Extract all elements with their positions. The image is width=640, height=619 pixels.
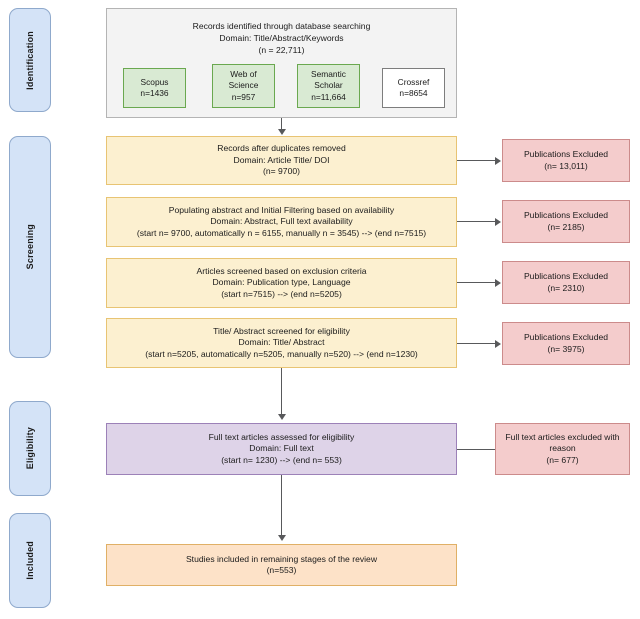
excluded-box-1: Publications Excluded (n= 13,011) (502, 139, 630, 182)
screening-box-3-line-3: (start n=7515) --> (end n=5205) (221, 288, 342, 299)
stage-label-eligibility: Eligibility (25, 427, 35, 470)
eligibility-box-line-2: Domain: Full text (249, 443, 314, 454)
screening-box-1-line-1: Records after duplicates removed (217, 143, 346, 154)
arrowhead-identification-to-screening (277, 129, 286, 135)
source-crossref-count: n=8654 (399, 88, 428, 98)
screening-box-4-line-1: Title/ Abstract screened for eligibility (213, 325, 350, 336)
screening-box-2-line-2: Domain: Abstract, Full text availability (210, 216, 353, 227)
stage-identification: Identification (9, 8, 51, 112)
identification-header: Records identified through database sear… (107, 21, 456, 57)
eligibility-box-line-1: Full text articles assessed for eligibil… (208, 431, 355, 442)
eligibility-box-line-3: (start n= 1230) --> (end n= 553) (221, 454, 342, 465)
screening-box-1: Records after duplicates removed Domain:… (106, 136, 457, 185)
identification-header-line-3: (n = 22,711) (258, 44, 305, 55)
source-semantic-name-line-2: Scholar (314, 80, 343, 91)
connector-screening-4-to-excluded (457, 343, 495, 345)
source-scopus-count: n=1436 (140, 88, 169, 98)
screening-box-4: Title/ Abstract screened for eligibility… (106, 318, 457, 368)
excluded-box-4-line-2: (n= 3975) (547, 343, 585, 354)
screening-box-4-line-2: Domain: Title/ Abstract (238, 337, 325, 348)
included-box-line-1: Studies included in remaining stages of … (185, 553, 378, 564)
stage-included: Included (9, 513, 51, 608)
excluded-box-4-line-1: Publications Excluded (523, 332, 609, 343)
connector-screening-2-to-excluded (457, 221, 495, 223)
full-text-excluded-line-3: (n= 677) (546, 454, 579, 465)
screening-box-3: Articles screened based on exclusion cri… (106, 258, 457, 308)
connector-screening-1-to-excluded (457, 160, 495, 162)
screening-box-3-line-2: Domain: Publication type, Language (212, 277, 351, 288)
excluded-box-3: Publications Excluded (n= 2310) (502, 261, 630, 304)
source-crossref-name: Crossref (397, 76, 430, 87)
excluded-box-3-line-1: Publications Excluded (523, 271, 609, 282)
connector-identification-to-screening (281, 118, 283, 130)
excluded-box-2-line-2: (n= 2185) (547, 221, 585, 232)
eligibility-box: Full text articles assessed for eligibil… (106, 423, 457, 475)
full-text-excluded-box: Full text articles excluded with reason … (495, 423, 630, 475)
full-text-excluded-line-1: Full text articles excluded with (505, 431, 620, 442)
identification-header-line-1: Records identified through database sear… (192, 21, 371, 31)
source-semantic-name-line-1: Semantic (311, 69, 346, 80)
connector-screening-3-to-excluded (457, 282, 495, 284)
screening-box-2-line-3: (start n= 9700, automatically n = 6155, … (136, 227, 427, 238)
stage-screening: Screening (9, 136, 51, 358)
source-semantic-count: n=11,664 (311, 91, 346, 102)
excluded-box-3-line-2: (n= 2310) (547, 282, 585, 293)
arrowhead-screening-1-to-excluded (495, 156, 501, 165)
source-wos-name-line-2: Science (228, 80, 259, 91)
included-box-line-2: (n=553) (266, 565, 297, 575)
source-box-semantic-scholar: Semantic Scholar n=11,664 (297, 64, 360, 108)
arrowhead-screening-4-to-excluded (495, 339, 501, 348)
excluded-box-2-line-1: Publications Excluded (523, 210, 609, 221)
source-box-crossref: Crossref n=8654 (382, 68, 445, 108)
stage-label-included: Included (25, 541, 35, 580)
stage-eligibility: Eligibility (9, 401, 51, 496)
arrowhead-eligibility-to-included (277, 535, 286, 541)
screening-box-4-line-3: (start n=5205, automatically n=5205, man… (145, 348, 418, 359)
source-wos-count: n=957 (231, 91, 256, 102)
source-box-web-of-science: Web of Science n=957 (212, 64, 275, 108)
screening-box-2-line-1: Populating abstract and Initial Filterin… (168, 204, 395, 215)
screening-box-3-line-1: Articles screened based on exclusion cri… (196, 265, 367, 276)
screening-box-2: Populating abstract and Initial Filterin… (106, 197, 457, 247)
arrowhead-screening-to-eligibility (277, 414, 286, 420)
stage-label-screening: Screening (25, 224, 35, 270)
excluded-box-1-line-1: Publications Excluded (523, 149, 609, 160)
included-box: Studies included in remaining stages of … (106, 544, 457, 586)
arrowhead-screening-3-to-excluded (495, 278, 501, 287)
source-scopus-name: Scopus (140, 76, 169, 87)
screening-box-1-line-3: (n= 9700) (262, 166, 301, 177)
connector-screening-to-eligibility (281, 368, 283, 415)
connector-eligibility-to-excluded (457, 449, 495, 451)
connector-eligibility-to-included (281, 475, 283, 536)
source-box-scopus: Scopus n=1436 (123, 68, 186, 108)
full-text-excluded-line-2: reason (549, 443, 576, 454)
stage-label-identification: Identification (25, 30, 35, 90)
arrowhead-screening-2-to-excluded (495, 217, 501, 226)
identification-header-line-2: Domain: Title/Abstract/Keywords (219, 32, 344, 43)
excluded-box-4: Publications Excluded (n= 3975) (502, 322, 630, 365)
excluded-box-2: Publications Excluded (n= 2185) (502, 200, 630, 243)
source-wos-name-line-1: Web of (230, 69, 257, 80)
screening-box-1-line-2: Domain: Article Title/ DOI (233, 154, 330, 165)
excluded-box-1-line-2: (n= 13,011) (544, 160, 588, 171)
